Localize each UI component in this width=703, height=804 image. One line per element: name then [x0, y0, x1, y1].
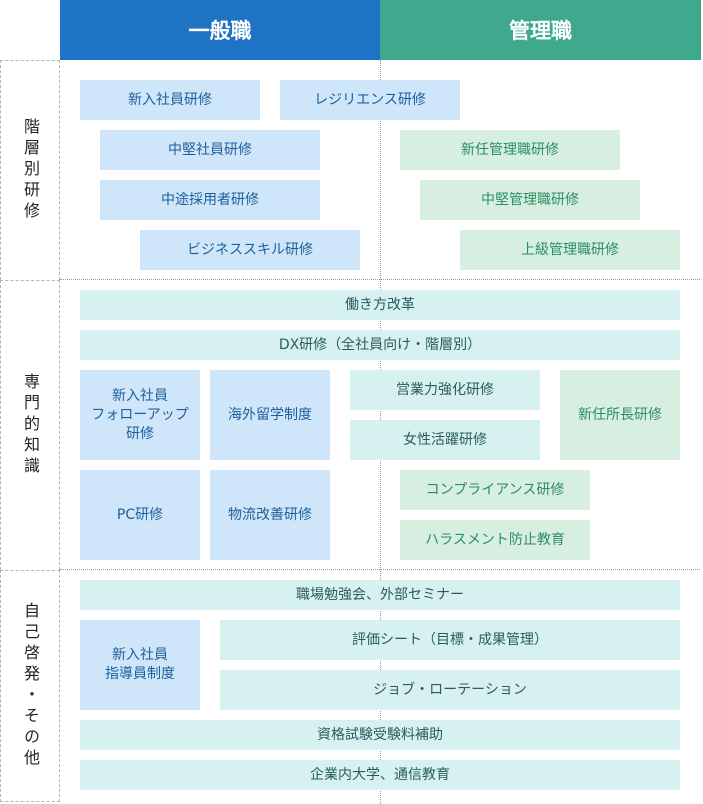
row-divider-1: [60, 279, 700, 280]
evaluation-sheet-box: 評価シート（目標・成果管理）: [220, 620, 680, 660]
newhire-mentor-program-box: 新入社員 指導員制度: [80, 620, 200, 710]
row-label-tiered: 階層別研修: [0, 60, 60, 280]
row-label-specialized-text: 専門的知識: [21, 373, 40, 478]
manager-header-label: 管理職: [509, 19, 572, 43]
newhire-followup-training-box: 新入社員 フォローアップ 研修: [80, 370, 200, 460]
workstyle-reform-box: 働き方改革: [80, 290, 680, 320]
row-label-self-development-text: 自己啓発・その他: [21, 602, 40, 770]
row-label-tiered-text: 階層別研修: [21, 118, 40, 223]
mid-manager-training-box: 中堅管理職研修: [420, 180, 640, 220]
mid-employee-training-box: 中堅社員研修: [100, 130, 320, 170]
manager-header: 管理職: [380, 0, 701, 60]
compliance-training-box: コンプライアンス研修: [400, 470, 590, 510]
new-branch-head-training-box: 新任所長研修: [560, 370, 680, 460]
row-label-specialized: 専門的知識: [0, 280, 60, 570]
new-manager-training-box: 新任管理職研修: [400, 130, 620, 170]
resilience-training-box: レジリエンス研修: [280, 80, 460, 120]
pc-training-box: PC研修: [80, 470, 200, 560]
newhire-training-box: 新入社員研修: [80, 80, 260, 120]
general-staff-header: 一般職: [60, 0, 380, 60]
senior-manager-training-box: 上級管理職研修: [460, 230, 680, 270]
business-skill-training-box: ビジネススキル研修: [140, 230, 360, 270]
row-label-self-development: 自己啓発・その他: [0, 570, 60, 802]
overseas-study-program-box: 海外留学制度: [210, 370, 330, 460]
certification-fee-support-box: 資格試験受験料補助: [80, 720, 680, 750]
midcareer-hire-training-box: 中途採用者研修: [100, 180, 320, 220]
row-divider-2: [60, 569, 700, 570]
corporate-university-box: 企業内大学、通信教育: [80, 760, 680, 790]
logistics-improvement-training-box: 物流改善研修: [210, 470, 330, 560]
dx-training-box: DX研修（全社員向け・階層別）: [80, 330, 680, 360]
sales-training-box: 営業力強化研修: [350, 370, 540, 410]
women-empowerment-training-box: 女性活躍研修: [350, 420, 540, 460]
job-rotation-box: ジョブ・ローテーション: [220, 670, 680, 710]
study-group-seminar-box: 職場勉強会、外部セミナー: [80, 580, 680, 610]
harassment-prevention-box: ハラスメント防止教育: [400, 520, 590, 560]
general-staff-header-label: 一般職: [188, 19, 252, 43]
